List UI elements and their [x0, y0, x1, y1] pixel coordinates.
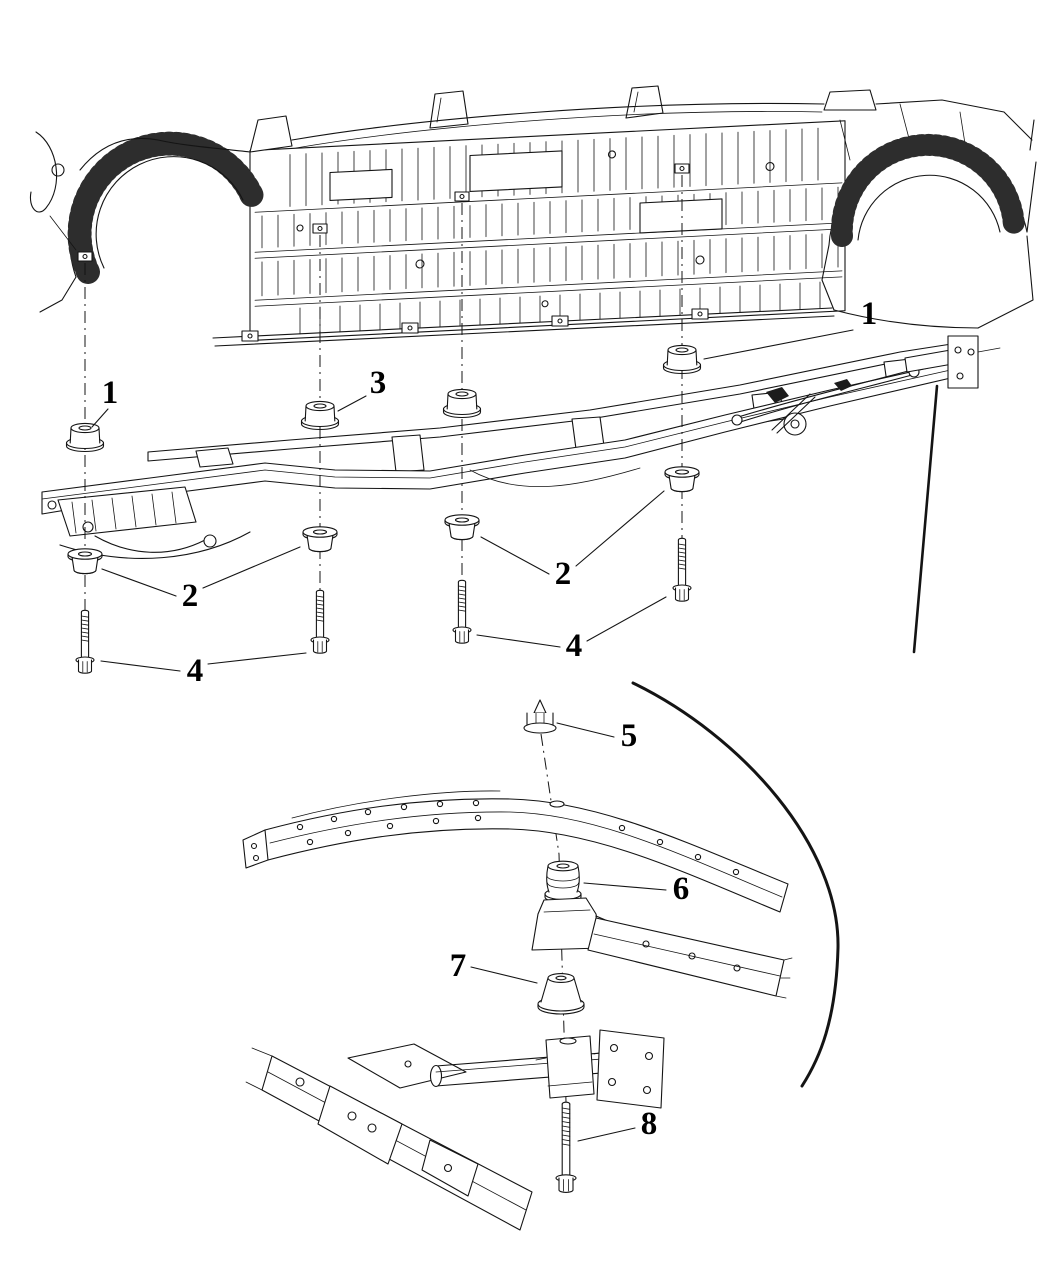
bolt-clamp [535, 1035, 605, 1099]
frame-rear-crossmember [904, 335, 1001, 389]
rear-wheelhouse [821, 119, 1037, 329]
body-mount-holes [77, 163, 690, 262]
lower-insulator-2d [664, 466, 700, 493]
floor-panel [639, 198, 723, 234]
front-arch-hatch [67, 131, 264, 284]
rocker-sill [212, 307, 835, 347]
callout-5: 5 [556, 718, 638, 754]
body-shell-outline [249, 85, 1033, 179]
callout-label-3: 3 [370, 365, 387, 401]
detail-centerline [540, 733, 567, 1103]
callout-1-rear: 1 [703, 296, 878, 360]
leader-line [577, 1127, 636, 1142]
rear-end-plate [947, 335, 979, 389]
front-wheelhouse [29, 131, 264, 313]
frame-rail-flange-line [41, 368, 956, 500]
frame-rail-lower-left [245, 1043, 533, 1231]
a-pillar-stub [249, 115, 293, 153]
callout-label-4-front: 4 [187, 653, 204, 689]
callout-6: 6 [583, 871, 690, 907]
callout-label-1-rear: 1 [861, 296, 878, 332]
callout-label-1-front: 1 [102, 375, 119, 411]
frame-assembly [41, 335, 1001, 559]
locator-line [912, 384, 939, 654]
callout-label-6: 6 [673, 871, 690, 907]
detail-crossmember [242, 790, 789, 913]
leader-line [583, 882, 667, 891]
lower-insulator-7 [537, 973, 585, 1015]
b-pillar-stub [429, 90, 469, 129]
leader-line [480, 490, 665, 575]
c-pillar-stub [625, 85, 664, 119]
floor-rib-band-2 [261, 186, 839, 249]
mounting-plate [596, 1029, 665, 1109]
leader-line [91, 408, 109, 428]
upper-body-mount-1-rear [662, 344, 702, 375]
mount-nut-5 [523, 699, 557, 734]
callout-3: 3 [337, 365, 387, 412]
detail-frame-rail [587, 917, 793, 999]
leaf-spring [734, 369, 913, 419]
front-arch-inner [95, 156, 244, 269]
d-pillar-stub [823, 89, 877, 111]
detail-view-indicator [631, 384, 939, 1088]
callout-4-mid: 4 [476, 596, 667, 664]
hitch-crossmember [429, 1029, 665, 1109]
rear-arch-hatch [830, 133, 1025, 247]
crossmember-bolt-hole [549, 800, 565, 808]
upper-body-mount-1 [65, 422, 105, 453]
leader-line [556, 722, 615, 738]
lower-insulator-2b [302, 526, 338, 553]
leader-line [337, 395, 367, 412]
front-fender-edge [29, 131, 58, 213]
callout-2-front: 2 [101, 546, 301, 614]
shock-absorber [771, 393, 816, 434]
leader-line [101, 546, 301, 597]
callout-4-front: 4 [100, 652, 307, 689]
mount-bolt-4c [452, 579, 472, 644]
leader-line [476, 596, 667, 648]
upper-body-mount-3b [442, 388, 482, 419]
frame-front-hole [47, 500, 57, 510]
callout-7: 7 [450, 948, 538, 984]
leader-line [470, 966, 538, 984]
mount-bolt-4b [310, 589, 330, 654]
callout-label-2-mid: 2 [555, 556, 572, 592]
leader-line [703, 329, 854, 360]
lower-insulator-2a [67, 548, 103, 575]
vehicle-underbody [29, 85, 1037, 347]
detail-view [242, 699, 793, 1231]
floor-rib-band-4 [299, 281, 821, 335]
callouts: 1 3 1 2 2 4 4 5 [91, 296, 878, 1142]
tube-end [429, 1064, 443, 1088]
mount-bolt-8 [555, 1101, 577, 1193]
lower-insulator-2c [444, 514, 480, 541]
floor-details [296, 150, 775, 308]
mount-bolt-4a [75, 609, 95, 674]
callout-label-8: 8 [641, 1106, 658, 1142]
callout-label-4-mid: 4 [566, 628, 583, 664]
floor-panel [469, 150, 563, 193]
mount-bolt-4d [672, 537, 692, 602]
callout-2-mid: 2 [480, 490, 665, 592]
callout-1-front: 1 [91, 375, 119, 428]
callout-label-2-front: 2 [182, 578, 199, 614]
floor-pan [249, 120, 846, 342]
floor-panel [329, 168, 393, 202]
front-suspension [57, 486, 251, 559]
rear-arch-inner [857, 174, 1001, 241]
upper-insulator-6 [544, 860, 582, 904]
rear-suspension [731, 366, 920, 436]
upper-body-mount-3a [300, 400, 340, 431]
floor-crossmember-lines [254, 182, 843, 307]
callout-label-7: 7 [450, 948, 467, 984]
callout-label-5: 5 [621, 718, 638, 754]
brake-cable-line [469, 467, 641, 488]
detail-boundary-arc [631, 681, 840, 1088]
floor-outline [249, 120, 846, 342]
floor-rib-band-3 [261, 232, 839, 297]
leader-line [100, 652, 307, 672]
callout-8: 8 [577, 1106, 658, 1142]
